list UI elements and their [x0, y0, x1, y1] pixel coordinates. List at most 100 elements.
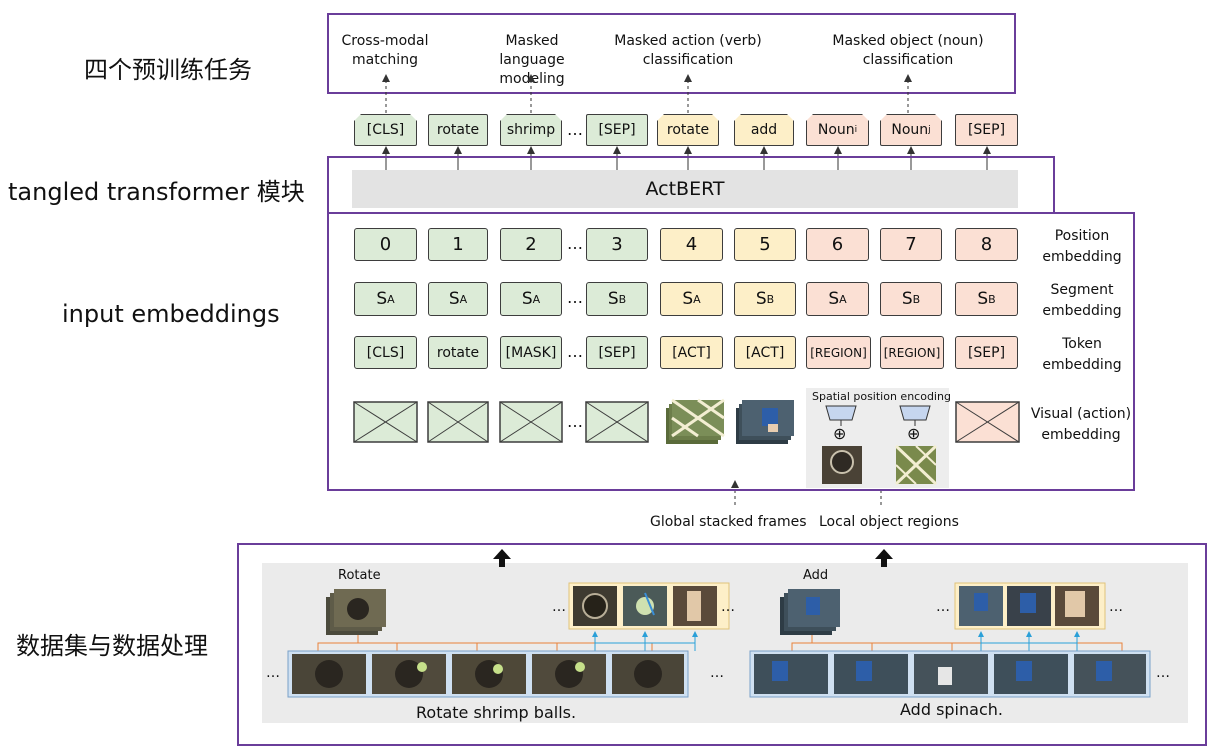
position-embedding-label: Position embedding — [1042, 228, 1122, 265]
task-masked-action-classification: Masked action (verb) classification — [614, 33, 762, 68]
dataset-illustration: … … … … … … — [266, 582, 1170, 698]
local-object-regions-label: Local object regions — [819, 514, 959, 530]
embeddings-frame — [327, 212, 1135, 491]
caption-add-spinach: Add spinach. — [900, 700, 1003, 719]
output-token-rotate-action: rotate — [657, 114, 719, 146]
video-strip-left — [287, 650, 689, 698]
region-image-2 — [894, 444, 938, 486]
position-box-4: 4 — [660, 228, 723, 261]
position-box-6: 6 — [806, 228, 869, 261]
visual-box-end — [955, 401, 1020, 443]
token-box-mask: [MASK] — [500, 336, 562, 369]
embeddings-side-label: input embeddings — [62, 300, 280, 328]
position-box-1: 1 — [428, 228, 488, 261]
token-box-rotate: rotate — [428, 336, 488, 369]
visual-placeholder-boxes — [353, 401, 649, 443]
stacked-action-frames — [666, 398, 794, 444]
visual-embedding-label: Visual (action) embedding — [1030, 406, 1132, 443]
tasks-side-label: 四个预训练任务 — [84, 56, 252, 84]
output-token-add: add — [734, 114, 794, 146]
spatial-encoding-label: Spatial position encoding — [812, 390, 951, 403]
dataset-side-label: 数据集与数据处理 — [16, 632, 208, 660]
up-arrow-left-icon — [493, 549, 511, 567]
token-box-region-2: [REGION] — [880, 336, 944, 369]
projection-icon-1 — [825, 405, 857, 421]
token-box-sep-end: [SEP] — [955, 336, 1018, 369]
token-embedding-label: Token embedding — [1042, 336, 1122, 373]
visual-box-3 — [585, 401, 649, 443]
noun-i-text: Noun — [817, 122, 855, 138]
video-ellipsis-left: … — [266, 665, 280, 681]
pretraining-tasks-frame — [327, 13, 1016, 94]
region-image-1 — [822, 446, 862, 484]
region-crop-right-3 — [1055, 586, 1099, 626]
stacked-clip-rotate — [326, 589, 386, 635]
projection-icon-2 — [899, 405, 931, 421]
region-ellipsis-left-2: … — [721, 599, 735, 615]
video-ellipsis-mid: … — [710, 665, 724, 681]
segment-ellipsis: … — [567, 288, 583, 307]
stacked-frames-add — [736, 400, 794, 444]
visual-box-1 — [427, 401, 489, 443]
clip-label-rotate: Rotate — [338, 568, 381, 583]
visual-box-0 — [353, 401, 418, 443]
token-box-region-1: [REGION] — [806, 336, 871, 369]
output-token-sep: [SEP] — [586, 114, 648, 146]
stacked-clip-add — [780, 589, 840, 635]
position-box-3: 3 — [586, 228, 648, 261]
output-token-cls: [CLS] — [354, 114, 417, 146]
global-stacked-frames-label: Global stacked frames — [650, 514, 807, 530]
noun-j-subscript: j — [928, 125, 931, 135]
token-box-act-2: [ACT] — [734, 336, 796, 369]
output-token-shrimp: shrimp — [500, 114, 562, 146]
video-ellipsis-right: … — [1156, 665, 1170, 681]
position-box-7: 7 — [880, 228, 942, 261]
region-crop-left-3 — [673, 586, 717, 626]
stacked-frames-rotate — [666, 398, 725, 444]
dataset-frame — [237, 543, 1207, 746]
oplus-icon-2: ⊕ — [907, 424, 921, 443]
clip-label-add: Add — [803, 568, 829, 583]
region-crop-left-2 — [623, 586, 667, 626]
oplus-icon-1: ⊕ — [833, 424, 847, 443]
visual-ellipsis: … — [567, 412, 583, 431]
output-ellipsis: … — [567, 120, 583, 139]
region-ellipsis-left: … — [552, 599, 566, 615]
transformer-side-label: tangled transformer 模块 — [8, 178, 305, 206]
token-ellipsis: … — [567, 342, 583, 361]
token-box-sep: [SEP] — [586, 336, 648, 369]
noun-j-text: Noun — [891, 122, 929, 138]
token-box-cls: [CLS] — [354, 336, 417, 369]
position-ellipsis: … — [567, 234, 583, 253]
video-strip-right — [749, 650, 1151, 698]
region-ellipsis-right-2: … — [1109, 599, 1123, 615]
task-masked-object-classification: Masked object (noun) classification — [832, 33, 984, 68]
actbert-block: ActBERT — [352, 170, 1018, 208]
position-box-2: 2 — [500, 228, 562, 261]
position-box-5: 5 — [734, 228, 796, 261]
output-token-rotate: rotate — [428, 114, 488, 146]
noun-i-subscript: i — [854, 125, 858, 135]
up-arrow-right-icon — [875, 549, 893, 567]
region-crop-right-2 — [1007, 586, 1051, 626]
region-crop-right-1 — [959, 586, 1003, 626]
caption-rotate-shrimp: Rotate shrimp balls. — [416, 703, 577, 722]
output-token-sep-end: [SEP] — [955, 114, 1018, 146]
spatial-encoding-icons — [822, 405, 938, 486]
task-cross-modal-matching: Cross-modal matching — [341, 33, 429, 68]
visual-box-2 — [499, 401, 563, 443]
token-box-act-1: [ACT] — [660, 336, 723, 369]
region-crop-left-1 — [573, 586, 617, 626]
position-box-0: 0 — [354, 228, 417, 261]
segment-embedding-label: Segment embedding — [1042, 282, 1122, 319]
